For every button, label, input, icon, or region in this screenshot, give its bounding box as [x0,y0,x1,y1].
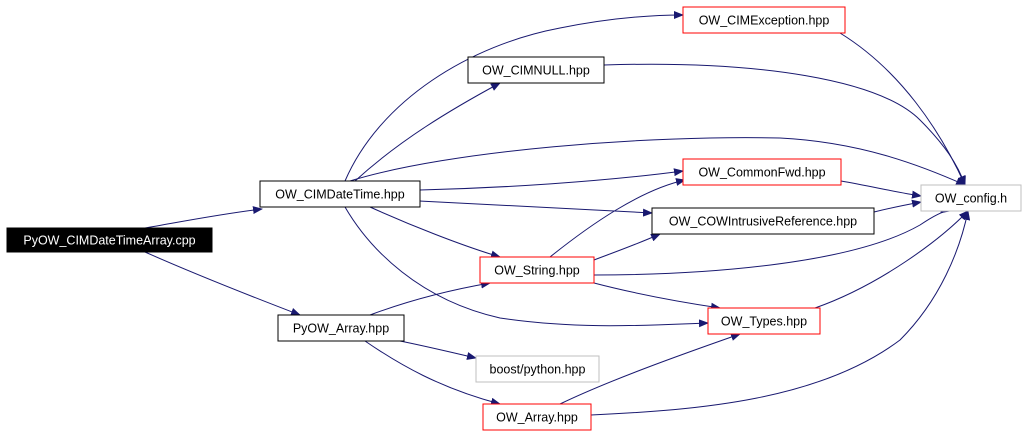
node-label-cowref: OW_COWIntrusiveReference.hpp [669,215,857,229]
node-cfwd[interactable]: OW_CommonFwd.hpp [682,158,842,186]
node-label-array: OW_Array.hpp [496,411,578,425]
edge-dt-to-null [354,82,501,182]
edge-cfwd-to-config [840,180,922,199]
node-root[interactable]: PyOW_CIMDateTimeArray.cpp [6,227,213,253]
node-null[interactable]: OW_CIMNULL.hpp [467,56,605,84]
edge-pyarr-to-string [369,280,491,316]
edge-dt-to-exc [344,11,684,182]
edge-string-to-config [593,205,951,276]
node-label-null: OW_CIMNULL.hpp [482,64,590,78]
node-box-cowref [651,207,875,235]
edges-layer [144,11,971,416]
node-label-dt: OW_CIMDateTime.hpp [275,188,404,202]
node-box-dt [259,180,421,208]
edge-exc-to-config [839,32,966,186]
edge-dt-to-string [369,206,501,259]
node-exc[interactable]: OW_CIMException.hpp [682,6,846,34]
edge-string-to-cfwd [549,178,686,258]
nodes-layer: PyOW_CIMDateTimeArray.cpp OW_CIMDateTime.… [6,6,1022,431]
edge-dt-to-cowref [419,200,653,217]
edge-root-to-dt [144,206,263,229]
node-box-array [482,403,592,431]
node-cowref[interactable]: OW_COWIntrusiveReference.hpp [651,207,875,235]
edge-array-to-types [559,333,741,405]
node-label-boostpy: boost/python.hpp [490,363,586,377]
edge-dt-to-cfwd [419,168,684,191]
node-box-config [920,184,1022,212]
node-box-cfwd [682,158,842,186]
node-string[interactable]: OW_String.hpp [479,256,595,284]
node-box-pyarr [277,314,405,342]
node-label-exc: OW_CIMException.hpp [699,14,830,28]
node-config[interactable]: OW_config.h [920,184,1022,212]
edge-dt-to-config [349,137,966,186]
edge-pyarr-to-boostpy [399,340,477,360]
node-label-cfwd: OW_CommonFwd.hpp [698,166,825,180]
edge-root-to-pyarr [144,251,301,316]
node-label-root: PyOW_CIMDateTimeArray.cpp [23,234,195,248]
node-array[interactable]: OW_Array.hpp [482,403,592,431]
edge-pyarr-to-array [364,340,501,406]
edge-types-to-config [814,210,969,309]
edge-cowref-to-config [873,199,922,213]
node-box-boostpy [475,355,600,383]
edge-null-to-config [603,63,966,186]
node-box-exc [682,6,846,34]
node-boostpy[interactable]: boost/python.hpp [475,355,600,383]
node-label-pyarr: PyOW_Array.hpp [293,322,389,336]
node-pyarr[interactable]: PyOW_Array.hpp [277,314,405,342]
node-box-string [479,256,595,284]
node-label-types: OW_Types.hpp [721,315,807,329]
edge-array-to-config [590,210,971,416]
edge-dt-to-types [344,206,709,328]
node-label-config: OW_config.h [935,192,1007,206]
node-box-root [6,227,213,253]
node-dt[interactable]: OW_CIMDateTime.hpp [259,180,421,208]
edge-string-to-types [593,282,721,311]
node-box-null [467,56,605,84]
node-types[interactable]: OW_Types.hpp [707,307,821,335]
node-box-types [707,307,821,335]
edge-string-to-cowref [593,233,661,261]
node-label-string: OW_String.hpp [494,264,580,278]
